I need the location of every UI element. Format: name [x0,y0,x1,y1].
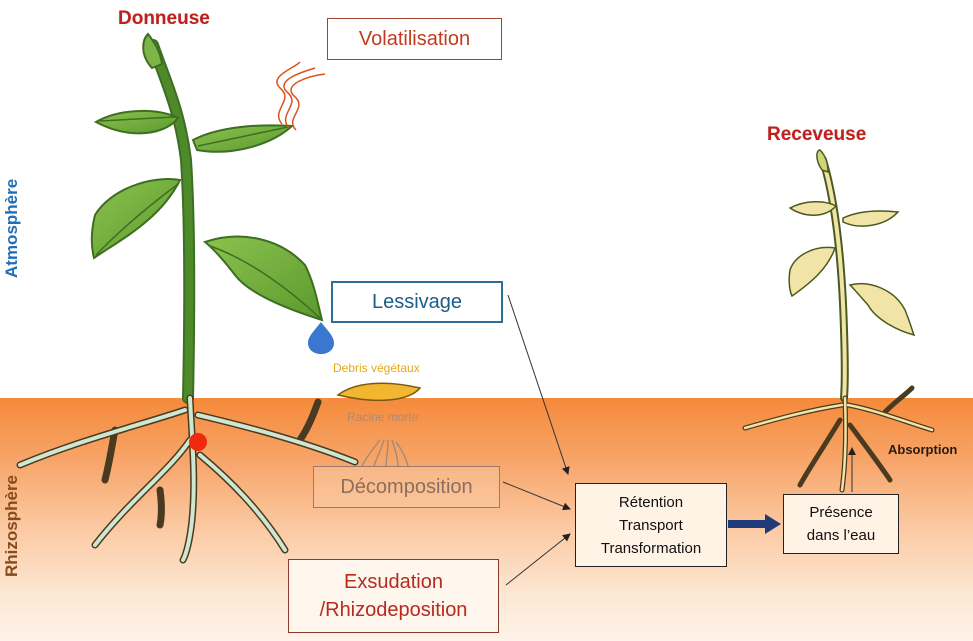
contaminant-spot [189,433,207,451]
process-retention-transport: Rétention Transport Transformation [575,483,727,567]
process-lessivage: Lessivage [331,281,503,323]
dead-root-icon [361,439,409,467]
arrow-to-water [728,514,781,534]
dead-root-label: Racine morte [347,410,419,424]
debris-leaf-icon [336,382,422,402]
retention-label: Rétention [618,493,684,511]
zone-label-atmosphere: Atmosphère [2,178,21,278]
vapor-waves-icon [276,61,326,131]
zone-label-rhizosphere: Rhizosphère [2,474,21,577]
donor-plant-title: Donneuse [118,8,210,29]
exudation-label-line1: Exsudation [344,571,443,593]
arrow-decomposition [502,481,571,511]
exudation-label-line2: /Rhizodeposition [319,599,468,621]
process-decomposition: Décomposition [313,466,500,508]
absorption-label: Absorption [888,442,958,457]
presence-label-line2: dans l’eau [806,527,876,544]
volatilisation-label: Volatilisation [358,27,471,50]
leaf [202,235,324,322]
leaf [93,110,180,135]
process-presence-water: Présence dans l’eau [783,494,899,554]
process-volatilisation: Volatilisation [327,18,502,60]
transformation-label: Transformation [600,539,702,557]
receiver-plant [742,149,935,493]
arrow-lessivage [507,294,570,475]
debris-label: Debris végétaux [333,361,420,375]
arrow-exudation [505,533,571,586]
presence-label-line1: Présence [809,504,873,521]
water-drop-icon [308,322,334,354]
decomposition-label: Décomposition [340,475,473,498]
transport-label: Transport [619,516,683,534]
donor-plant [16,32,359,564]
lessivage-label: Lessivage [371,290,463,313]
receiver-plant-title: Receveuse [767,124,867,145]
process-exudation: Exsudation /Rhizodeposition [288,559,499,633]
